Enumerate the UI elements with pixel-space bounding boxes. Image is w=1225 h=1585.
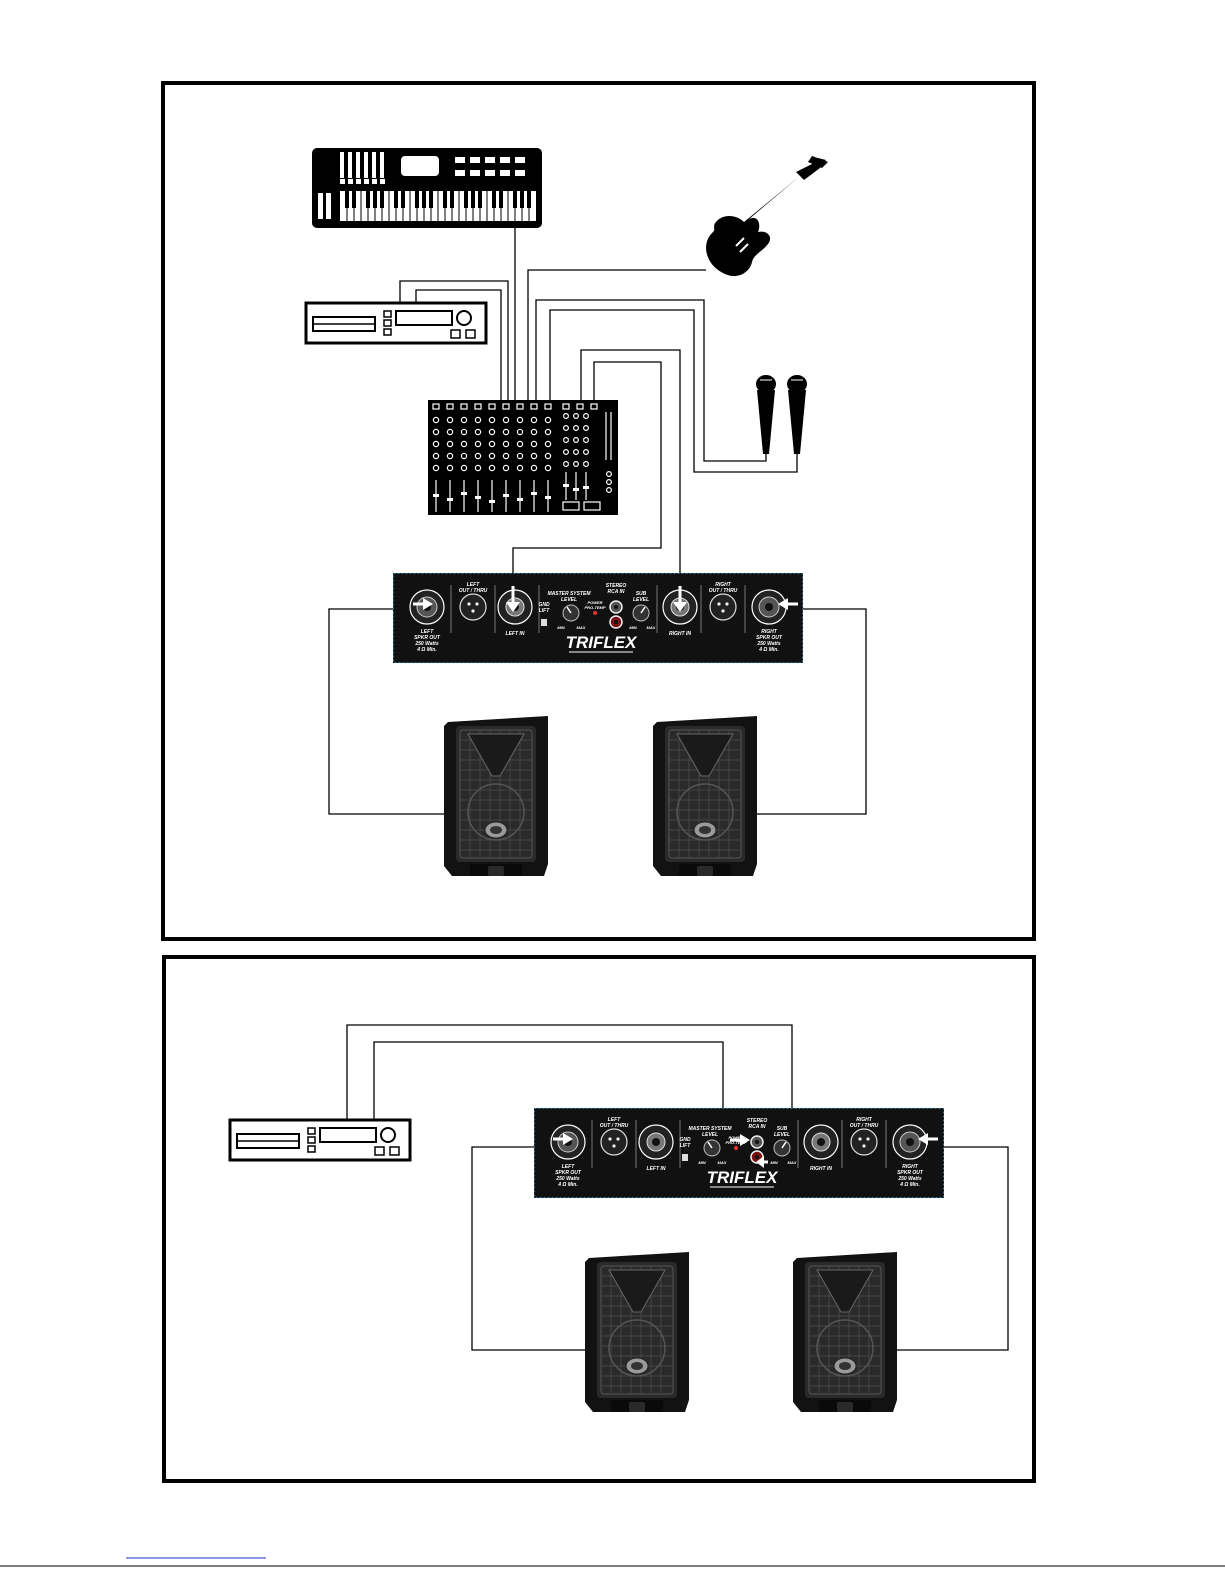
diagram-2-rca-system: LEFT OUT / THRU RIGHT OUT / THRU MASTER … [162,955,1036,1483]
label-left-in: LEFT IN [647,1166,666,1172]
label-left-in: LEFT IN [506,631,525,637]
label-power: POWER [728,1135,743,1140]
svg-text:LEVEL: LEVEL [561,597,577,603]
cables [328,228,867,815]
label-sub-level: SUB [636,591,647,597]
speaker-left [584,1251,690,1413]
amplifier-rear-panel: LEFT OUT / THRU RIGHT OUT / THRU MASTER … [392,572,804,664]
svg-text:250 Watts: 250 Watts [555,1176,579,1182]
svg-text:LIFT: LIFT [539,608,550,614]
triflex-logo: TRIFLEX [707,1168,779,1187]
svg-text:MIN: MIN [698,1160,705,1165]
svg-text:MAX: MAX [647,625,656,630]
svg-text:MIN: MIN [770,1160,777,1165]
label-right-out-thru: RIGHT [856,1117,873,1123]
svg-text:250 Watts: 250 Watts [756,641,780,647]
connection-arrows [553,1133,938,1168]
effects-processor-icon [304,301,488,345]
label-master-system-level: MASTER SYSTEM [547,591,591,597]
svg-text:SPKR OUT: SPKR OUT [756,635,783,641]
amplifier-rear-panel: LEFT OUT / THRU RIGHT OUT / THRU MASTER … [533,1107,945,1199]
svg-text:MAX: MAX [577,625,586,630]
mixer-icon [428,400,618,515]
label-left-out-thru: LEFT [467,582,480,588]
cd-player-icon [228,1118,412,1162]
label-sub-level: SUB [777,1126,788,1132]
microphones-icon [756,375,807,454]
label-master-system-level: MASTER SYSTEM [688,1126,732,1132]
label-left-spkr-out: LEFT [562,1164,575,1170]
label-left-spkr-out: LEFT [421,629,434,635]
svg-text:SPKR OUT: SPKR OUT [897,1170,924,1176]
label-gnd-lift: GND [679,1137,691,1143]
speaker-left [443,715,549,877]
speaker-right [652,715,758,877]
label-right-in: RIGHT IN [669,631,691,637]
svg-text:LEVEL: LEVEL [633,597,649,603]
svg-text:SPKR OUT: SPKR OUT [414,635,441,641]
label-stereo-rca-in: STEREO [606,583,627,589]
label-right-spkr-out: RIGHT [761,629,778,635]
triflex-logo: TRIFLEX [566,633,638,652]
guitar-icon [706,156,828,277]
label-stereo-rca-in: STEREO [747,1118,768,1124]
label-right-out-thru: RIGHT [715,582,732,588]
connection-arrows [413,586,798,612]
svg-text:SPKR OUT: SPKR OUT [555,1170,582,1176]
svg-text:250 Watts: 250 Watts [897,1176,921,1182]
svg-text:OUT / THRU: OUT / THRU [850,1123,879,1129]
label-right-spkr-out: RIGHT [902,1164,919,1170]
svg-text:4 Ω Min.: 4 Ω Min. [416,647,436,653]
svg-text:PRO-TEMP: PRO-TEMP [584,605,605,610]
svg-text:RCA IN: RCA IN [748,1124,765,1130]
svg-text:4 Ω Min.: 4 Ω Min. [899,1182,919,1188]
svg-text:OUT / THRU: OUT / THRU [459,588,488,594]
svg-text:LEVEL: LEVEL [702,1132,718,1138]
svg-text:250 Watts: 250 Watts [414,641,438,647]
label-power: POWER [587,600,602,605]
svg-text:RCA IN: RCA IN [607,589,624,595]
keyboard-icon [312,148,542,228]
svg-text:PRO-TEMP: PRO-TEMP [725,1140,746,1145]
svg-text:4 Ω Min.: 4 Ω Min. [557,1182,577,1188]
svg-text:LEVEL: LEVEL [774,1132,790,1138]
speaker-right [792,1251,898,1413]
svg-text:MAX: MAX [718,1160,727,1165]
svg-text:LIFT: LIFT [680,1143,691,1149]
label-right-in: RIGHT IN [810,1166,832,1172]
svg-text:MIN: MIN [629,625,636,630]
label-left-out-thru: LEFT [608,1117,621,1123]
svg-text:OUT / THRU: OUT / THRU [600,1123,629,1129]
svg-text:MIN: MIN [557,625,564,630]
label-gnd-lift: GND [538,602,550,608]
svg-text:OUT / THRU: OUT / THRU [709,588,738,594]
svg-text:4 Ω Min.: 4 Ω Min. [758,647,778,653]
diagram-1-full-system: LEFT OUT / THRU RIGHT OUT / THRU MASTER … [161,81,1036,941]
svg-text:MAX: MAX [788,1160,797,1165]
